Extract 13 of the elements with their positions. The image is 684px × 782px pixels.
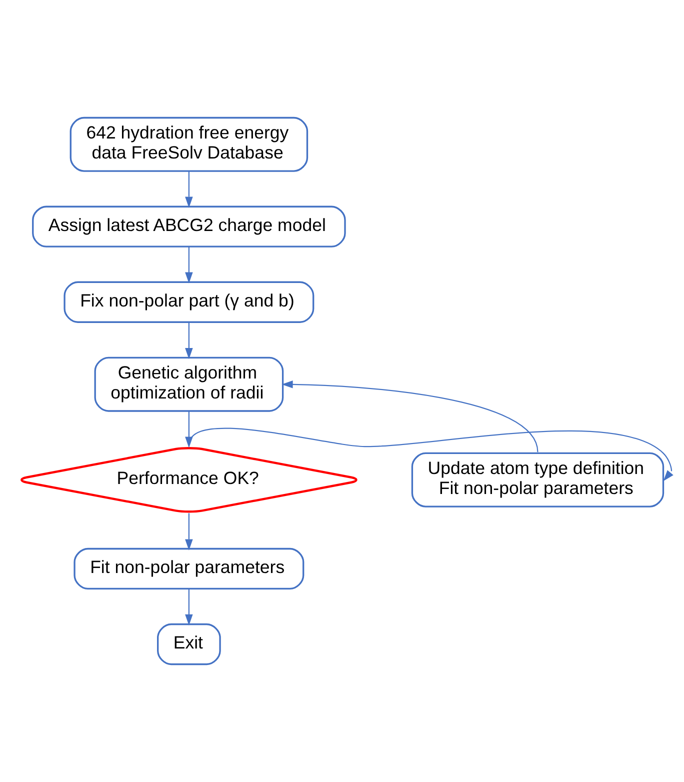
arrow: [184, 322, 192, 360]
node-box: Assign latest ABCG2 charge model: [32, 206, 346, 248]
node-box: Genetic algorithm optimization of radii: [94, 356, 284, 412]
arrow: [184, 171, 192, 208]
arrow: [184, 589, 192, 626]
arrow: [184, 246, 192, 284]
node-box: 642 hydration free energy data FreeSolv Database: [69, 116, 308, 172]
node-box: Update atom type definition Fit non-polar parameters: [410, 452, 664, 508]
arrow: [281, 380, 538, 452]
node-box: Fit non-polar parameters: [73, 548, 304, 590]
node-box: Exit: [156, 623, 220, 666]
arrow: [184, 513, 192, 550]
node-box: Fix non-polar part (γ and b): [63, 281, 314, 323]
